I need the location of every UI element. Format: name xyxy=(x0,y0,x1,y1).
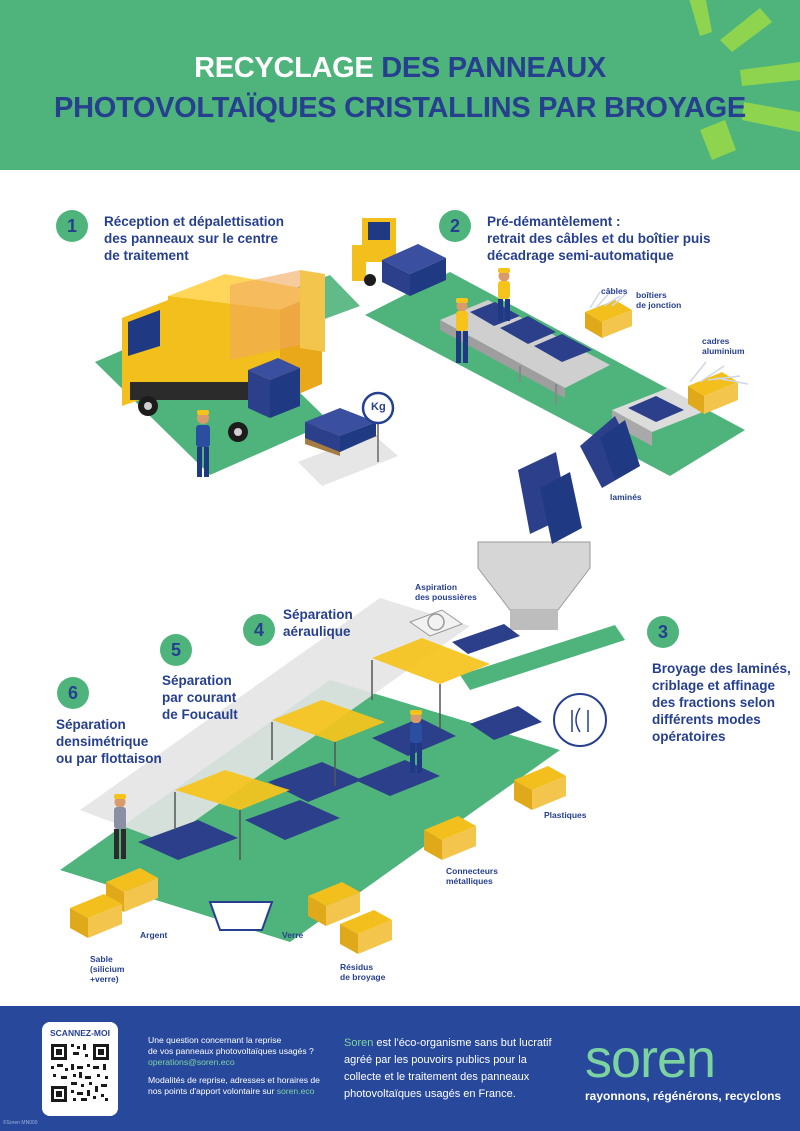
label-verre: Verre xyxy=(282,930,304,940)
label-plastiques: Plastiques xyxy=(544,810,587,820)
footer-contact-block: Une question concernant la reprise de vo… xyxy=(148,1035,338,1097)
worker-1 xyxy=(196,410,210,477)
qr-code-icon[interactable] xyxy=(49,1042,111,1104)
worker-2a xyxy=(456,298,468,363)
worker-2b xyxy=(498,268,510,321)
page-title-line-1: RECYCLAGE DES PANNEAUX xyxy=(194,52,606,84)
process-illustration xyxy=(60,218,749,954)
step-3-text: Broyage des laminés, criblage et affinag… xyxy=(652,661,791,744)
step-1-text: Réception et dépalettisation des panneau… xyxy=(104,214,285,263)
website-link[interactable]: soren.eco xyxy=(276,1086,315,1096)
sorted-output-bins xyxy=(70,766,566,954)
label-cables: câbles xyxy=(601,286,628,296)
worker-6 xyxy=(114,794,126,859)
step-1-number: 1 xyxy=(56,210,88,242)
step-2-number: 2 xyxy=(439,210,471,242)
sun-rays-icon xyxy=(689,0,800,160)
pre-dismantling-scene xyxy=(352,218,749,488)
footer: SCANNEZ-MOI Une questio xyxy=(0,1006,800,1131)
soren-tagline: rayonnons, régénérons, recyclons xyxy=(585,1089,782,1103)
shredding-separation-scene xyxy=(60,452,625,954)
step-4-text: Séparation aéraulique xyxy=(283,607,353,639)
step-4-number: 4 xyxy=(243,614,275,646)
header-banner: RECYCLAGE DES PANNEAUX PHOTOVOLTAÏQUES C… xyxy=(0,0,800,170)
page-title-line-2: PHOTOVOLTAÏQUES CRISTALLINS PAR BROYAGE xyxy=(54,92,746,124)
step-3-number: 3 xyxy=(647,616,679,648)
label-sable: Sable(silicium+verre) xyxy=(90,954,125,984)
footer-description: Soren est l'éco-organisme sans but lucra… xyxy=(344,1037,552,1100)
step-2-text: Pré-démantèlement : retrait des câbles e… xyxy=(487,214,711,263)
qr-title: SCANNEZ-MOI xyxy=(50,1028,110,1038)
email-link[interactable]: operations@soren.eco xyxy=(148,1057,235,1067)
process-diagram: 1 Réception et dépalettisation des panne… xyxy=(0,170,800,1006)
weight-scale-label: Kg xyxy=(371,401,386,413)
step-5-text: Séparation par courant de Foucault xyxy=(162,673,238,722)
step-6-text: Séparation densimétrique ou par flottais… xyxy=(56,717,162,766)
worker-4 xyxy=(410,710,422,773)
step-5-number: 5 xyxy=(160,634,192,666)
truck-reception-scene xyxy=(95,270,398,486)
copyright: ©Soren MN000 xyxy=(3,1120,38,1126)
soren-logo: soren xyxy=(585,1029,716,1089)
label-lamines: laminés xyxy=(610,492,642,502)
qr-card[interactable]: SCANNEZ-MOI xyxy=(42,1022,118,1116)
step-6-number: 6 xyxy=(57,677,89,709)
label-argent: Argent xyxy=(140,930,168,940)
